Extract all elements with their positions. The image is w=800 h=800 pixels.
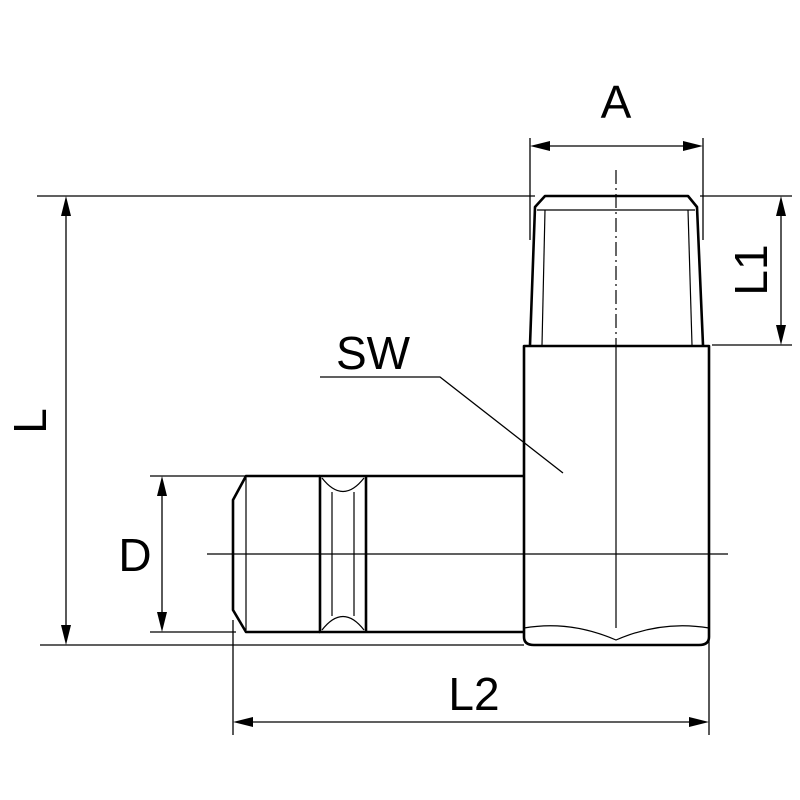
- dimension-sw: SW: [320, 327, 564, 474]
- elbow-fitting-outline: [231, 194, 711, 647]
- dimension-l1: L1: [700, 195, 792, 346]
- hex-body: [522, 344, 711, 647]
- centerlines: [207, 170, 728, 555]
- dimension-d: D: [118, 475, 360, 633]
- dimension-label-d: D: [118, 529, 151, 581]
- dimension-label-l1: L1: [725, 244, 777, 295]
- dimension-label-l: L: [4, 408, 56, 434]
- dimension-l2: L2: [232, 620, 710, 735]
- dimension-a: A: [529, 76, 704, 240]
- dimension-label-l2: L2: [448, 668, 499, 720]
- dimension-label-sw: SW: [336, 327, 411, 379]
- dimension-l: L: [4, 195, 535, 646]
- dimension-label-a: A: [601, 76, 632, 128]
